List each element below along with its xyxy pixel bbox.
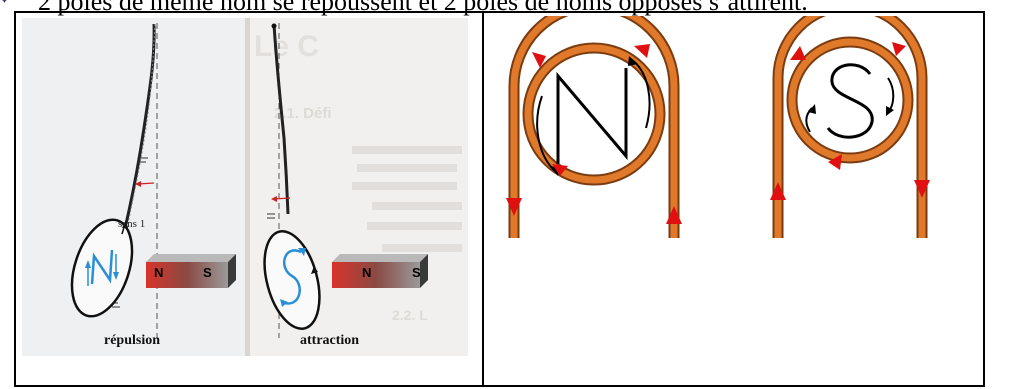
bullet-arrow-icon: ↓ (0, 0, 9, 8)
coil-left (506, 16, 682, 238)
magnet-left-n: N (154, 265, 163, 280)
sens-label: sens 1 (118, 218, 145, 230)
faded-text-3: 2.2. L (392, 307, 428, 323)
caption-repulsion: répulsion (104, 333, 160, 349)
faded-text-1: Le C (254, 30, 319, 63)
pendulum-photo: Le C 2.1. Défi 2.2. L (22, 18, 468, 356)
diagram-right-letter: S (492, 16, 493, 17)
frame-divider (482, 11, 484, 387)
magnet-right-n: N (362, 265, 371, 280)
magnet-left-s: S (203, 265, 212, 280)
magnet-right-s: S (412, 265, 421, 280)
caption-attraction: attraction (300, 333, 359, 349)
coil-poles-diagram: N S (492, 16, 972, 246)
coil-right (770, 16, 930, 238)
